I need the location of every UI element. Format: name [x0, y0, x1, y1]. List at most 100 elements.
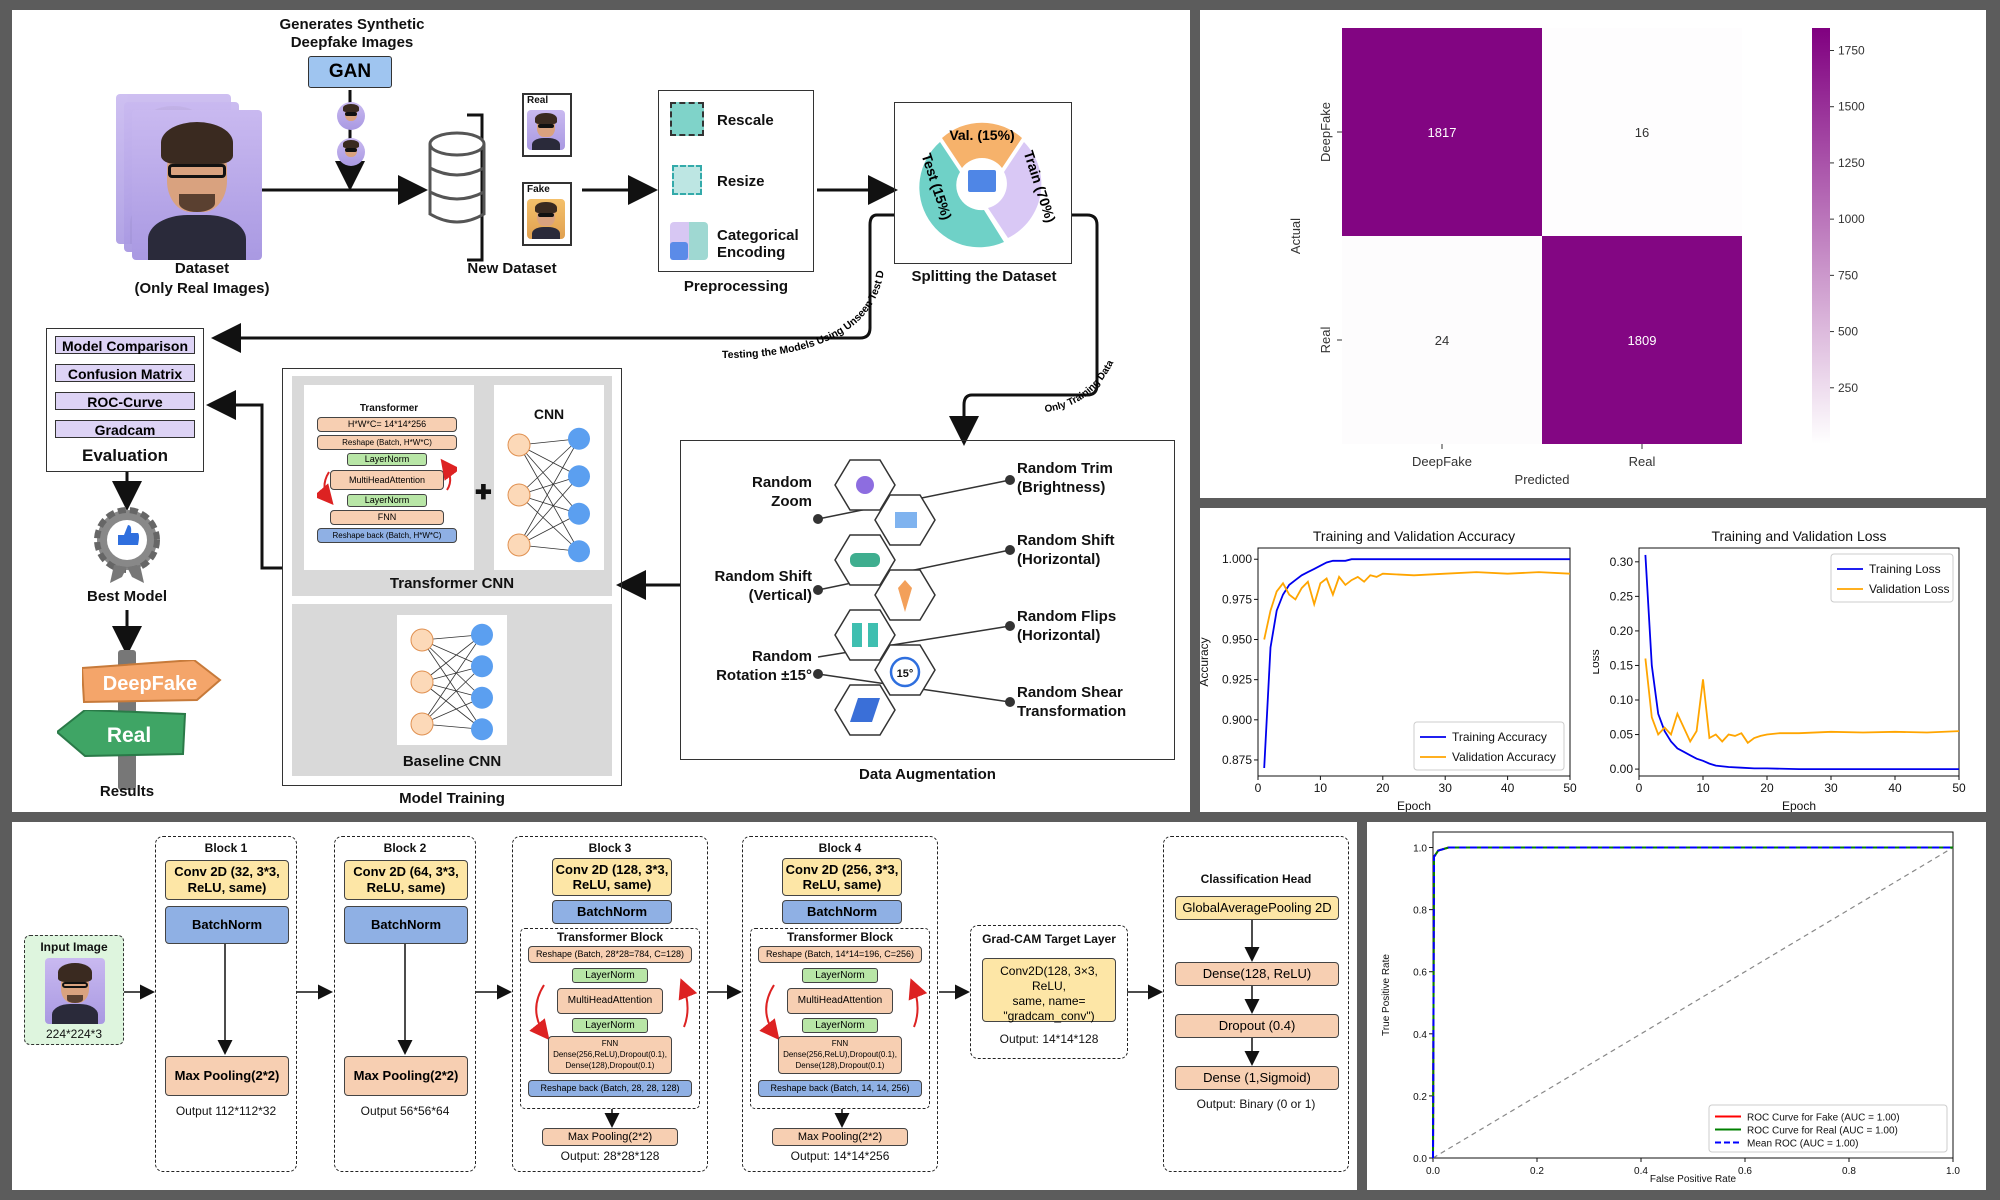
legend-label: Training Loss: [1869, 562, 1941, 576]
augmentation-label: Data Augmentation: [859, 766, 996, 783]
block-3-ln1: LayerNorm: [572, 968, 648, 983]
legend-label: Mean ROC (AUC = 1.00): [1747, 1139, 1858, 1150]
neuron: [568, 427, 590, 450]
block-4-output: Output: 14*14*256: [790, 1149, 890, 1163]
preproc-categorical: Categorical: [717, 227, 799, 244]
rescale-icon: [670, 102, 704, 136]
eval-confusion-matrix: Confusion Matrix: [55, 364, 195, 382]
chart-title: Training and Validation Loss: [1711, 528, 1886, 544]
plot-frame: [1257, 547, 1571, 777]
x-tick-label: 50: [1952, 781, 1966, 795]
block-1-conv: Conv 2D (32, 3*3, ReLU, same): [165, 860, 289, 900]
transformer-row-3: MultiHeadAttention: [330, 470, 444, 490]
y-tick-label: 0.0: [1413, 1154, 1427, 1165]
gan-label: GAN: [328, 61, 372, 82]
aug-random-shift-vertical: Random Shift (Vertical): [714, 568, 813, 604]
preproc-encoding: Encoding: [717, 244, 786, 261]
y-tick-label: 0.30: [1610, 555, 1634, 569]
neuron: [410, 712, 434, 736]
block-1-batchnorm: BatchNorm: [165, 906, 289, 944]
x-tick-label: 10: [1696, 781, 1710, 795]
split-val: Val. (15%): [949, 127, 1014, 143]
baseline-cnn-label: Baseline CNN: [402, 753, 502, 770]
block-4-batchnorm: BatchNorm: [782, 900, 902, 924]
transformer-row-6: Reshape back (Batch, H*W*C): [317, 528, 457, 543]
cm-value: 24: [1435, 333, 1449, 348]
y-tick-label: 1.0: [1413, 844, 1427, 855]
fake-tag: Fake: [527, 184, 550, 195]
neuron: [568, 465, 590, 488]
block-2-output: Output 56*56*64: [360, 1104, 450, 1118]
y-tick-label: 0.4: [1413, 1030, 1427, 1041]
cm-cell: [1542, 28, 1742, 236]
block-3-ln2: LayerNorm: [572, 1018, 648, 1033]
colorbar-tick: 750: [1838, 268, 1858, 282]
legend-label: Validation Accuracy: [1452, 750, 1556, 764]
eval-model-comparison: Model Comparison: [55, 336, 195, 354]
block-3-reshape-back: Reshape back (Batch, 28, 28, 128): [528, 1080, 692, 1097]
neuron: [471, 655, 493, 678]
series-line: [1644, 658, 1960, 745]
gradcam-layer: Conv2D(128, 3×3, ReLU, same, name= "grad…: [982, 958, 1116, 1023]
cm-ylabel: Actual: [1288, 218, 1303, 254]
y-tick-label: 0.900: [1222, 713, 1252, 727]
x-tick-label: 0.8: [1842, 1166, 1856, 1177]
block-1-output: Output 112*112*32: [175, 1104, 277, 1118]
colorbar-tick: 500: [1838, 325, 1858, 339]
sign-real: Real: [57, 710, 187, 758]
y-tick-label: 0.950: [1222, 633, 1252, 647]
cm-cell: [1342, 236, 1542, 444]
y-tick-label: 0.8: [1413, 906, 1427, 917]
dataset-label: Dataset: [174, 260, 230, 277]
y-tick-label: 0.975: [1222, 592, 1252, 606]
legend-label: Training Accuracy: [1452, 730, 1547, 744]
residual-arrows: [317, 458, 457, 506]
block-3-tb-title: Transformer Block: [556, 930, 664, 944]
series-line: [1263, 571, 1571, 640]
neuron: [410, 670, 434, 694]
head-gap: GlobalAveragePooling 2D: [1175, 896, 1339, 920]
y-axis-label: True Positive Rate: [1381, 954, 1392, 1036]
best-model-label: Best Model: [86, 588, 167, 605]
legend: [1708, 1104, 1948, 1153]
series-line: [1432, 846, 1953, 1159]
block-1-title: Block 1: [204, 841, 248, 855]
chance-line: [1432, 847, 1954, 1159]
neuron: [471, 623, 493, 646]
block-3-transformer: [520, 928, 700, 1109]
x-tick-label: 0.4: [1634, 1166, 1648, 1177]
x-tick-label: 0.6: [1738, 1166, 1752, 1177]
cm-row-label: Real: [1318, 327, 1333, 354]
input-image-size: 224*224*3: [45, 1027, 103, 1041]
new-dataset-label: New Dataset: [467, 260, 557, 277]
y-tick-label: 0.05: [1610, 728, 1634, 742]
cm-value: 16: [1635, 125, 1649, 140]
classification-head-title: Classification Head: [1200, 872, 1312, 886]
eval-gradcam: Gradcam: [55, 420, 195, 438]
pipeline-panel: Generates Synthetic Deepfake Images GAN …: [12, 10, 1190, 812]
neuron: [568, 540, 590, 563]
classification-head: [1163, 836, 1349, 1172]
dataset-sub: (Only Real Images): [134, 280, 270, 297]
block-2-title: Block 2: [383, 841, 427, 855]
block-3-fnn: FNN Dense(256,ReLU),Dropout(0.1), Dense(…: [548, 1036, 672, 1074]
x-tick-label: 30: [1439, 781, 1453, 795]
cm-col-label: DeepFake: [1412, 454, 1472, 469]
x-axis-label: Epoch: [1782, 799, 1816, 812]
cm-cell: [1542, 236, 1742, 444]
transformer-row-0: H*W*C= 14*14*256: [317, 417, 457, 432]
x-tick-label: 10: [1314, 781, 1328, 795]
neuron: [471, 718, 493, 741]
block-4-reshape-back: Reshape back (Batch, 14, 14, 256): [758, 1080, 922, 1097]
gan-caption: Generates Synthetic Deepfake Images: [279, 16, 425, 51]
resize-icon: [672, 165, 702, 195]
y-tick-label: 0.2: [1413, 1092, 1427, 1103]
x-tick-label: 20: [1760, 781, 1774, 795]
x-tick-label: 50: [1563, 781, 1577, 795]
legend-label: Validation Loss: [1869, 582, 1950, 596]
transformer-row-4: LayerNorm: [347, 494, 427, 507]
